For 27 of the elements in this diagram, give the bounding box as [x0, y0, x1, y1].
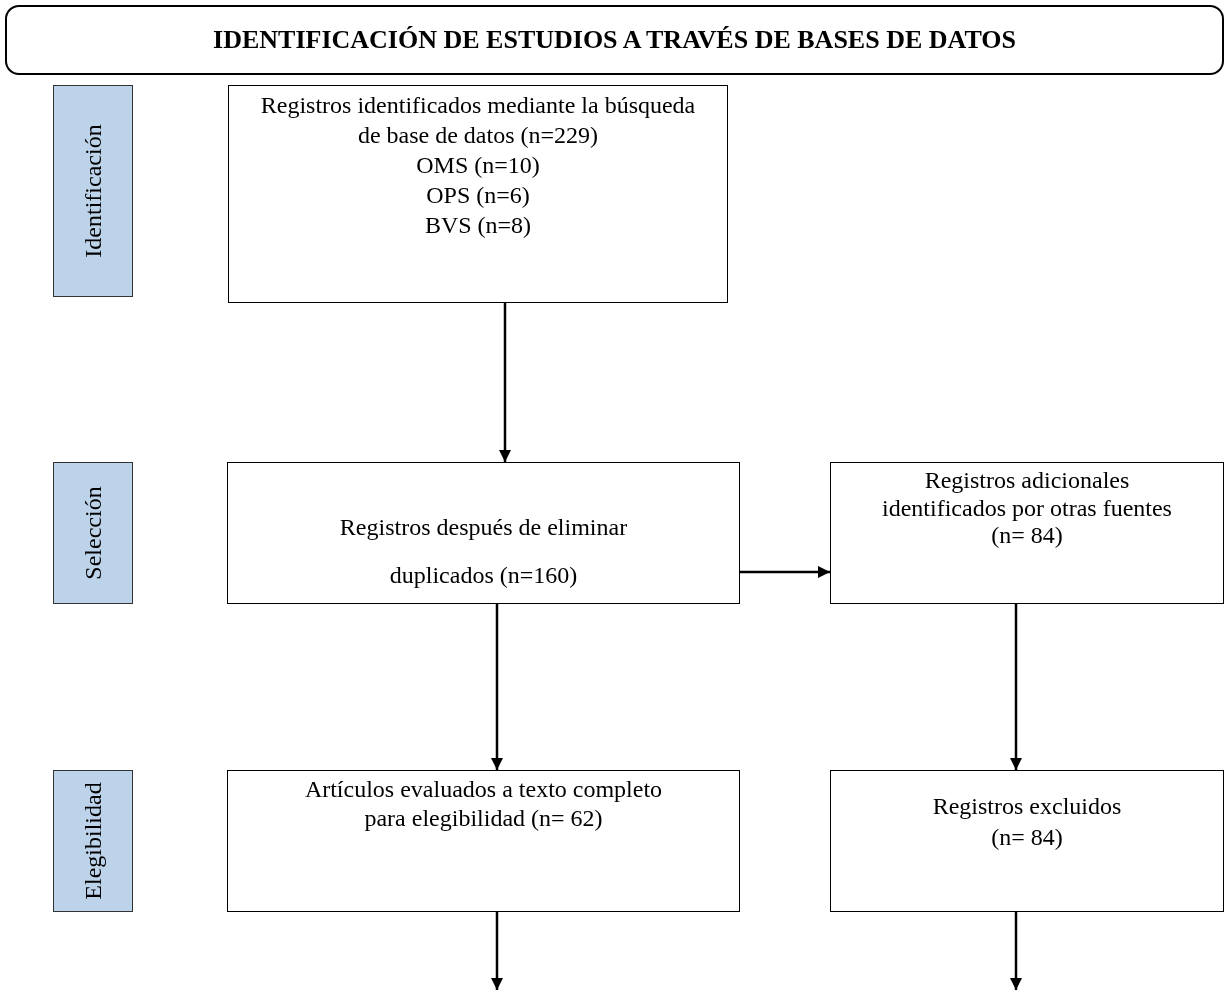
- phase-band: [53, 462, 133, 604]
- box-text: Registros adicionales identificados por otras fuentes (n= 84): [881, 467, 1173, 550]
- title-text: IDENTIFICACIÓN DE ESTUDIOS A TRAVÉS DE BASES DE DATOS: [213, 25, 1016, 55]
- process-box: [830, 462, 1224, 604]
- phase-band: [53, 770, 133, 912]
- arrow: [740, 565, 830, 579]
- box-text: Registros excluidos (n= 84): [931, 792, 1123, 853]
- process-box: [228, 85, 728, 303]
- phase-band: [53, 85, 133, 297]
- process-box: [227, 770, 740, 912]
- phase-label: Selección: [79, 486, 107, 580]
- arrow: [498, 303, 512, 462]
- phase-label: Identificación: [79, 124, 107, 258]
- arrow: [490, 604, 504, 770]
- box-text: Registros después de eliminar duplicados (n=160): [338, 513, 629, 590]
- header-banner: [5, 5, 1224, 75]
- process-box: [830, 770, 1224, 912]
- arrow: [1009, 604, 1023, 770]
- box-text: BVS (n=8): [423, 211, 533, 240]
- arrow: [1009, 912, 1023, 990]
- box-text: Registros identificados mediante la búsqueda de base de datos (n=229): [259, 91, 697, 150]
- process-box: [227, 462, 740, 604]
- box-text: Artículos evaluados a texto completo para elegibilidad (n= 62): [303, 775, 664, 833]
- box-text: OPS (n=6): [425, 181, 531, 210]
- box-text: OMS (n=10): [415, 151, 541, 180]
- arrow: [490, 912, 504, 990]
- phase-label: Elegibilidad: [79, 782, 107, 900]
